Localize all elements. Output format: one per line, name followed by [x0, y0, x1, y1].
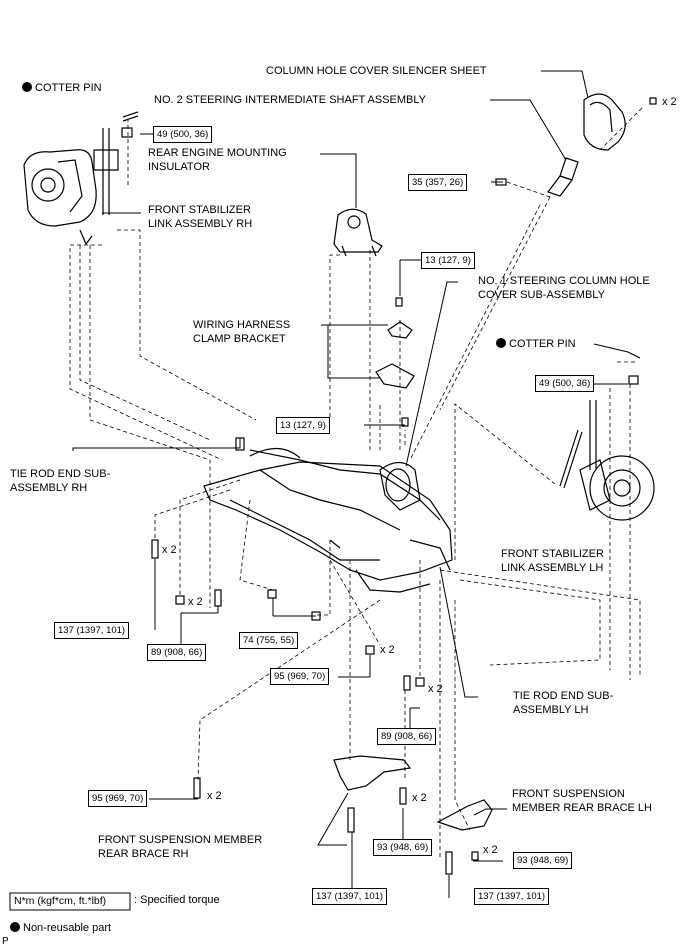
torque-spec-box: 13 (127, 9) — [276, 417, 330, 434]
torque-spec-box: 49 (500, 36) — [535, 375, 595, 392]
torque-spec-box: 74 (755, 55) — [239, 632, 299, 649]
stabilizer-link-rh-label-line2: LINK ASSEMBLY RH — [148, 218, 253, 230]
intermediate-shaft-drawing — [495, 157, 579, 197]
tie-rod-rh-label-line1: TIE ROD END SUB- — [10, 468, 111, 480]
silencer-sheet-drawing — [583, 93, 657, 151]
torque-spec-box: 137 (1397, 101) — [474, 888, 550, 905]
torque-spec-box: 89 (908, 66) — [147, 644, 207, 661]
nonreusable-icon — [10, 922, 20, 932]
torque-spec-box: 13 (127, 9) — [421, 252, 475, 269]
nonreusable-icon — [496, 338, 506, 348]
bolt-glyphs — [151, 539, 425, 805]
rear-brace-lh-label-line1: FRONT SUSPENSION — [512, 788, 625, 800]
knuckle-lh-drawing — [559, 351, 655, 521]
legend-nonreusable: Non-reusable part — [10, 921, 111, 935]
column-cover-label-line2: COVER SUB-ASSEMBLY — [478, 289, 605, 301]
torque-spec-box: 95 (969, 70) — [270, 668, 330, 685]
wiring-harness-label-line1: WIRING HARNESS — [193, 319, 291, 331]
clamp-bracket-drawing — [375, 297, 415, 427]
tie-rod-lh-label-line1: TIE ROD END SUB- — [513, 690, 614, 702]
tie-rod-lh-label-line2: ASSEMBLY LH — [513, 704, 589, 716]
suspension-member-drawing — [203, 437, 453, 593]
engine-mount-label-line2: INSULATOR — [148, 161, 210, 173]
torque-spec-box: 49 (500, 36) — [153, 126, 213, 143]
wiring-harness-label-line2: CLAMP BRACKET — [193, 333, 286, 345]
column-cover-label-line1: NO. 1 STEERING COLUMN HOLE — [478, 275, 650, 287]
corner-mark: P — [2, 936, 9, 947]
legend-box — [9, 892, 131, 911]
torque-spec-box: 137 (1397, 101) — [312, 888, 388, 905]
leader-lines — [72, 70, 629, 898]
nonreusable-icon — [22, 82, 32, 92]
cotter-pin-lh-label: COTTER PIN — [496, 337, 576, 351]
torque-spec-box: 137 (1397, 101) — [54, 622, 130, 639]
torque-spec-box: 35 (357, 26) — [408, 174, 468, 191]
rear-brace-rh-label-line1: FRONT SUSPENSION MEMBER — [98, 834, 263, 846]
torque-spec-box: 93 (948, 69) — [373, 839, 433, 856]
knuckle-rh-drawing — [23, 111, 139, 246]
quantity-multiplier: x 2 — [428, 683, 443, 695]
quantity-multiplier: x 2 — [662, 96, 677, 108]
stabilizer-link-rh-label-line1: FRONT STABILIZER — [148, 204, 251, 216]
legend-torque-unit: N*m (kgf*cm, ft.*lbf) — [14, 895, 107, 907]
quantity-multiplier: x 2 — [483, 844, 498, 856]
rear-brace-rh-label-line2: REAR BRACE RH — [98, 848, 189, 860]
quantity-multiplier: x 2 — [412, 792, 427, 804]
silencer-sheet-label: COLUMN HOLE COVER SILENCER SHEET — [266, 65, 487, 77]
quantity-multiplier: x 2 — [380, 644, 395, 656]
torque-spec-box: 93 (948, 69) — [513, 852, 573, 869]
cotter-pin-rh-label: COTTER PIN — [22, 81, 102, 95]
engine-mount-drawing — [333, 208, 383, 257]
quantity-multiplier: x 2 — [162, 544, 177, 556]
stabilizer-link-lh-label-line2: LINK ASSEMBLY LH — [501, 562, 604, 574]
legend-torque-desc: : Specified torque — [134, 894, 220, 906]
assembly-dashed-lines — [69, 107, 643, 860]
quantity-multiplier: x 2 — [207, 790, 222, 802]
intermediate-shaft-label: NO. 2 STEERING INTERMEDIATE SHAFT ASSEMB… — [154, 94, 426, 106]
tie-rod-rh-label-line2: ASSEMBLY RH — [10, 482, 88, 494]
engine-mount-label-line1: REAR ENGINE MOUNTING — [148, 147, 287, 159]
rear-brace-lh-drawing — [436, 799, 493, 875]
stabilizer-link-lh-label-line1: FRONT STABILIZER — [501, 548, 604, 560]
torque-spec-box: 95 (969, 70) — [88, 790, 148, 807]
quantity-multiplier: x 2 — [188, 596, 203, 608]
rear-brace-lh-label-line2: MEMBER REAR BRACE LH — [512, 802, 652, 814]
torque-spec-box: 89 (908, 66) — [377, 728, 437, 745]
rear-brace-rh-drawing — [333, 755, 412, 833]
